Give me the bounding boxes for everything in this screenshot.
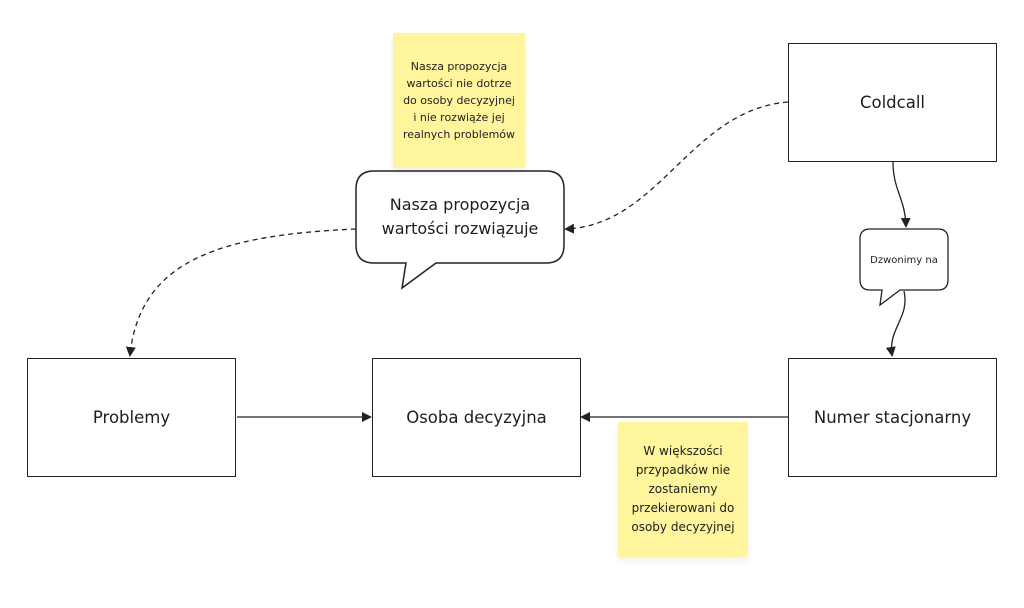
speech-bubble-dzwonimy[interactable]: Dzwonimy na xyxy=(866,236,942,284)
connector-coldcall-to-dzwonimy[interactable] xyxy=(892,161,911,228)
speech-bubble-propozycja-shape[interactable] xyxy=(355,170,565,290)
sticky-note-bottom[interactable]: W większości przypadków nie zostaniemy p… xyxy=(618,422,748,557)
speech-bubble-propozycja[interactable]: Nasza propozycja wartości rozwiązuje xyxy=(370,178,550,256)
speech-bubble-dzwonimy-text: Dzwonimy na xyxy=(870,254,938,266)
node-coldcall[interactable]: Coldcall xyxy=(788,43,997,162)
node-numer-stacjonarny[interactable]: Numer stacjonarny xyxy=(788,358,997,477)
node-osoba-decyzyjna-label: Osoba decyzyjna xyxy=(406,408,547,427)
node-problemy[interactable]: Problemy xyxy=(27,358,236,477)
connector-coldcall-to-propozycja[interactable] xyxy=(564,101,789,234)
sticky-note-top-text: Nasza propozycja wartości nie dotrze do … xyxy=(402,60,516,141)
sticky-note-top[interactable]: Nasza propozycja wartości nie dotrze do … xyxy=(393,33,525,168)
node-coldcall-label: Coldcall xyxy=(859,93,926,112)
node-problemy-label: Problemy xyxy=(92,408,171,427)
speech-bubble-dzwonimy-shape[interactable] xyxy=(859,228,949,307)
node-osoba-decyzyjna[interactable]: Osoba decyzyjna xyxy=(372,358,581,477)
sticky-note-bottom-text: W większości przypadków nie zostaniemy p… xyxy=(631,444,735,534)
connector-propozycja-to-problemy[interactable] xyxy=(125,228,357,357)
speech-bubble-propozycja-text: Nasza propozycja wartości rozwiązuje xyxy=(381,195,539,238)
connector-dzwonimy-to-numer[interactable] xyxy=(885,290,906,357)
node-numer-stacjonarny-label: Numer stacjonarny xyxy=(813,408,972,427)
